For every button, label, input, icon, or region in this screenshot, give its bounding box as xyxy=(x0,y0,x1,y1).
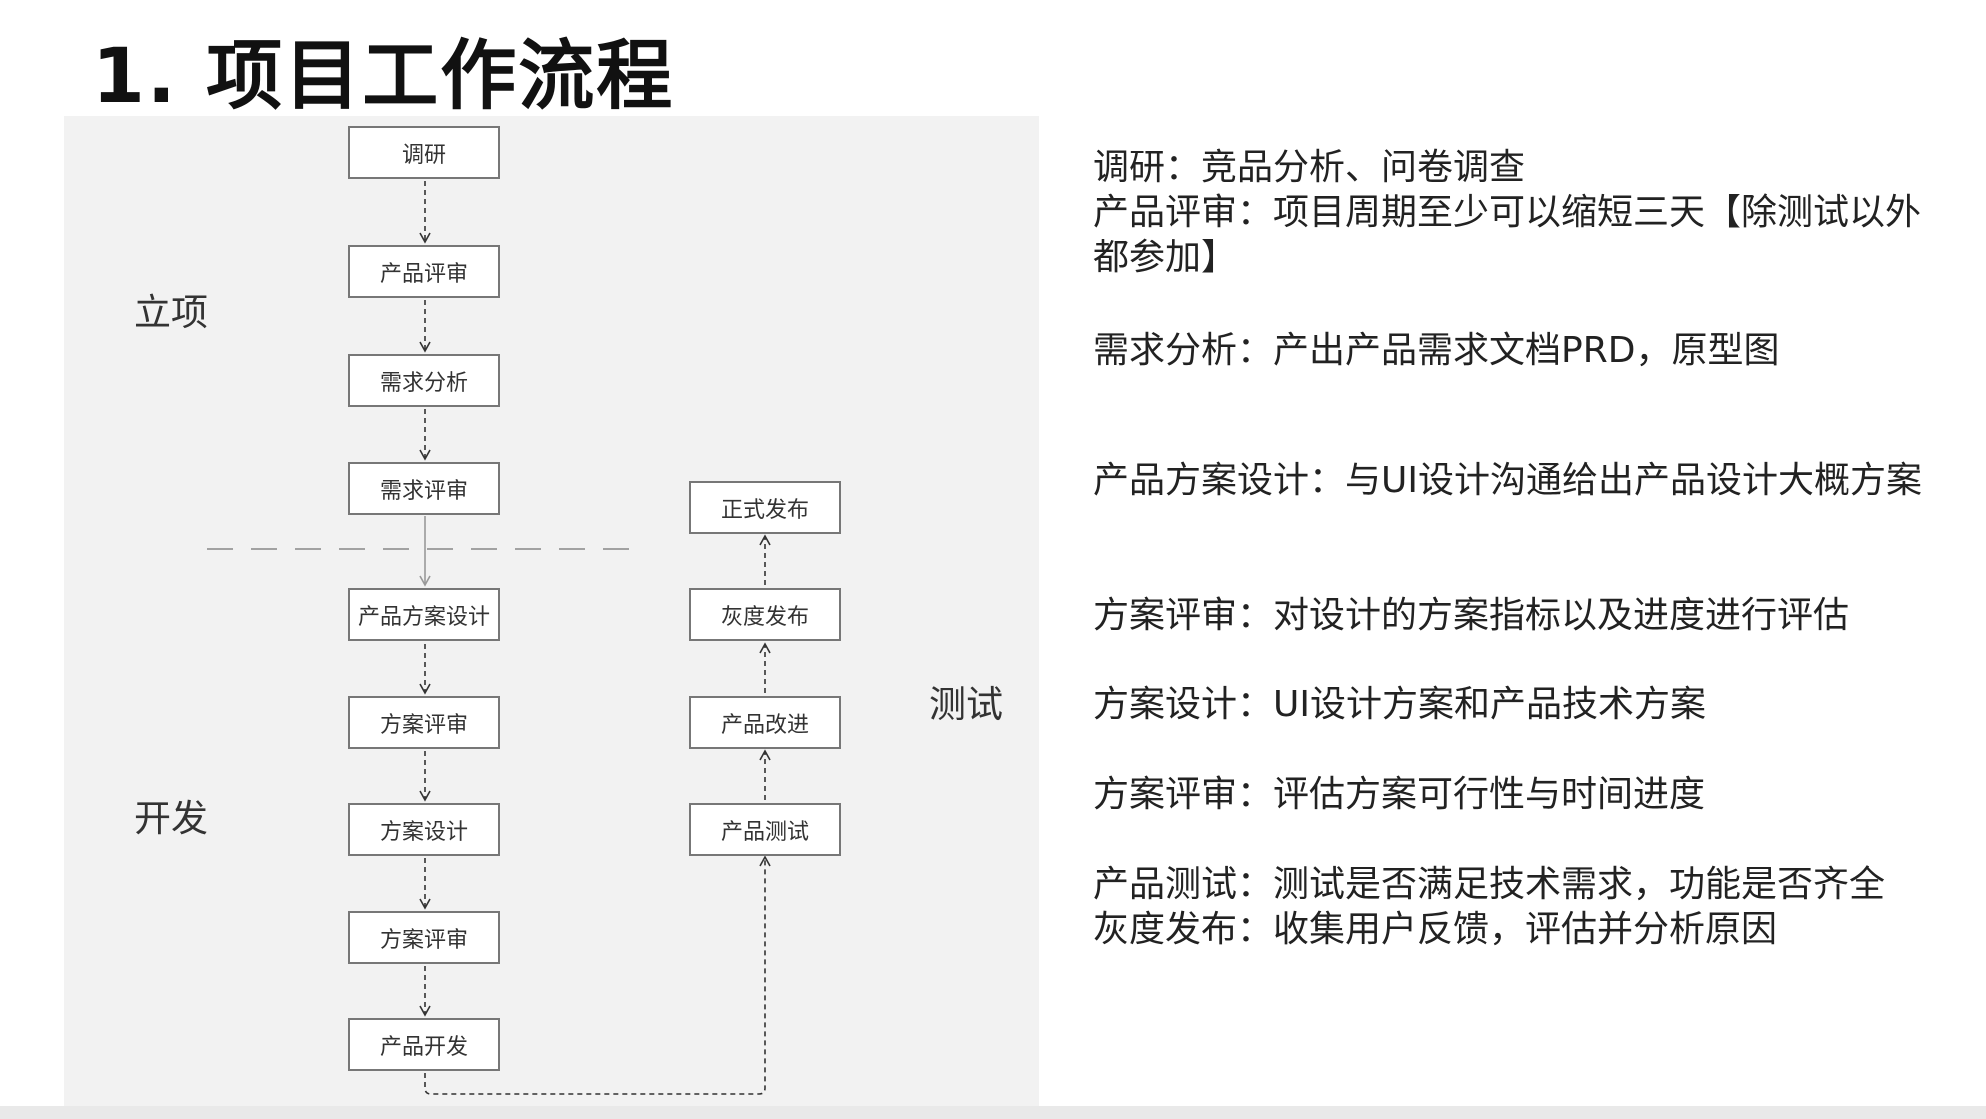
note-fangan-sheji: 方案设计：UI设计方案和产品技术方案 xyxy=(1093,684,1706,725)
step-box-fangan-pingshen-2: 方案评审 xyxy=(348,911,500,964)
step-box-fangan-sheji: 方案设计 xyxy=(348,803,500,856)
bottom-strip xyxy=(0,1106,1986,1119)
note-fangan-pingshen-2: 方案评审：评估方案可行性与时间进度 xyxy=(1093,774,1706,815)
step-box-chanpin-kaifa: 产品开发 xyxy=(348,1018,500,1071)
note-fangan-pingshen-1: 方案评审：对设计的方案指标以及进度进行评估 xyxy=(1093,595,1850,636)
flowchart-panel xyxy=(64,116,1039,1106)
step-box-chanpin-ceshi: 产品测试 xyxy=(689,803,841,856)
note-chanpin-pingshen: 产品评审：项目周期至少可以缩短三天【除测试以外都参加】 xyxy=(1093,192,1922,278)
phase-label-lixiang: 立项 xyxy=(134,291,208,334)
note-huidu-fabu: 灰度发布：收集用户反馈，评估并分析原因 xyxy=(1093,909,1778,950)
step-box-diaoyan: 调研 xyxy=(348,126,500,179)
note-chanpin-ceshi: 产品测试：测试是否满足技术需求，功能是否齐全 xyxy=(1093,864,1886,905)
step-box-fangan-pingshen-1: 方案评审 xyxy=(348,696,500,749)
note-chanpin-fangan-sheji: 产品方案设计：与UI设计沟通给出产品设计大概方案 xyxy=(1093,460,1922,501)
step-box-huidu-fabu: 灰度发布 xyxy=(689,588,841,641)
step-box-xuqiu-pingshen: 需求评审 xyxy=(348,462,500,515)
step-box-chanpin-pingshen: 产品评审 xyxy=(348,245,500,298)
step-box-xuqiu-fenxi: 需求分析 xyxy=(348,354,500,407)
step-box-chanpin-gaijin: 产品改进 xyxy=(689,696,841,749)
step-box-chanpin-fangan-sheji: 产品方案设计 xyxy=(348,588,500,641)
phase-label-ceshi: 测试 xyxy=(929,683,1003,726)
page-title: 1. 项目工作流程 xyxy=(92,31,675,120)
note-diaoyan: 调研：竞品分析、问卷调查 xyxy=(1093,147,1526,188)
phase-label-kaifa: 开发 xyxy=(134,797,208,840)
note-xuqiu-fenxi: 需求分析：产出产品需求文档PRD，原型图 xyxy=(1093,330,1780,371)
step-box-zhengshi-fabu: 正式发布 xyxy=(689,481,841,534)
